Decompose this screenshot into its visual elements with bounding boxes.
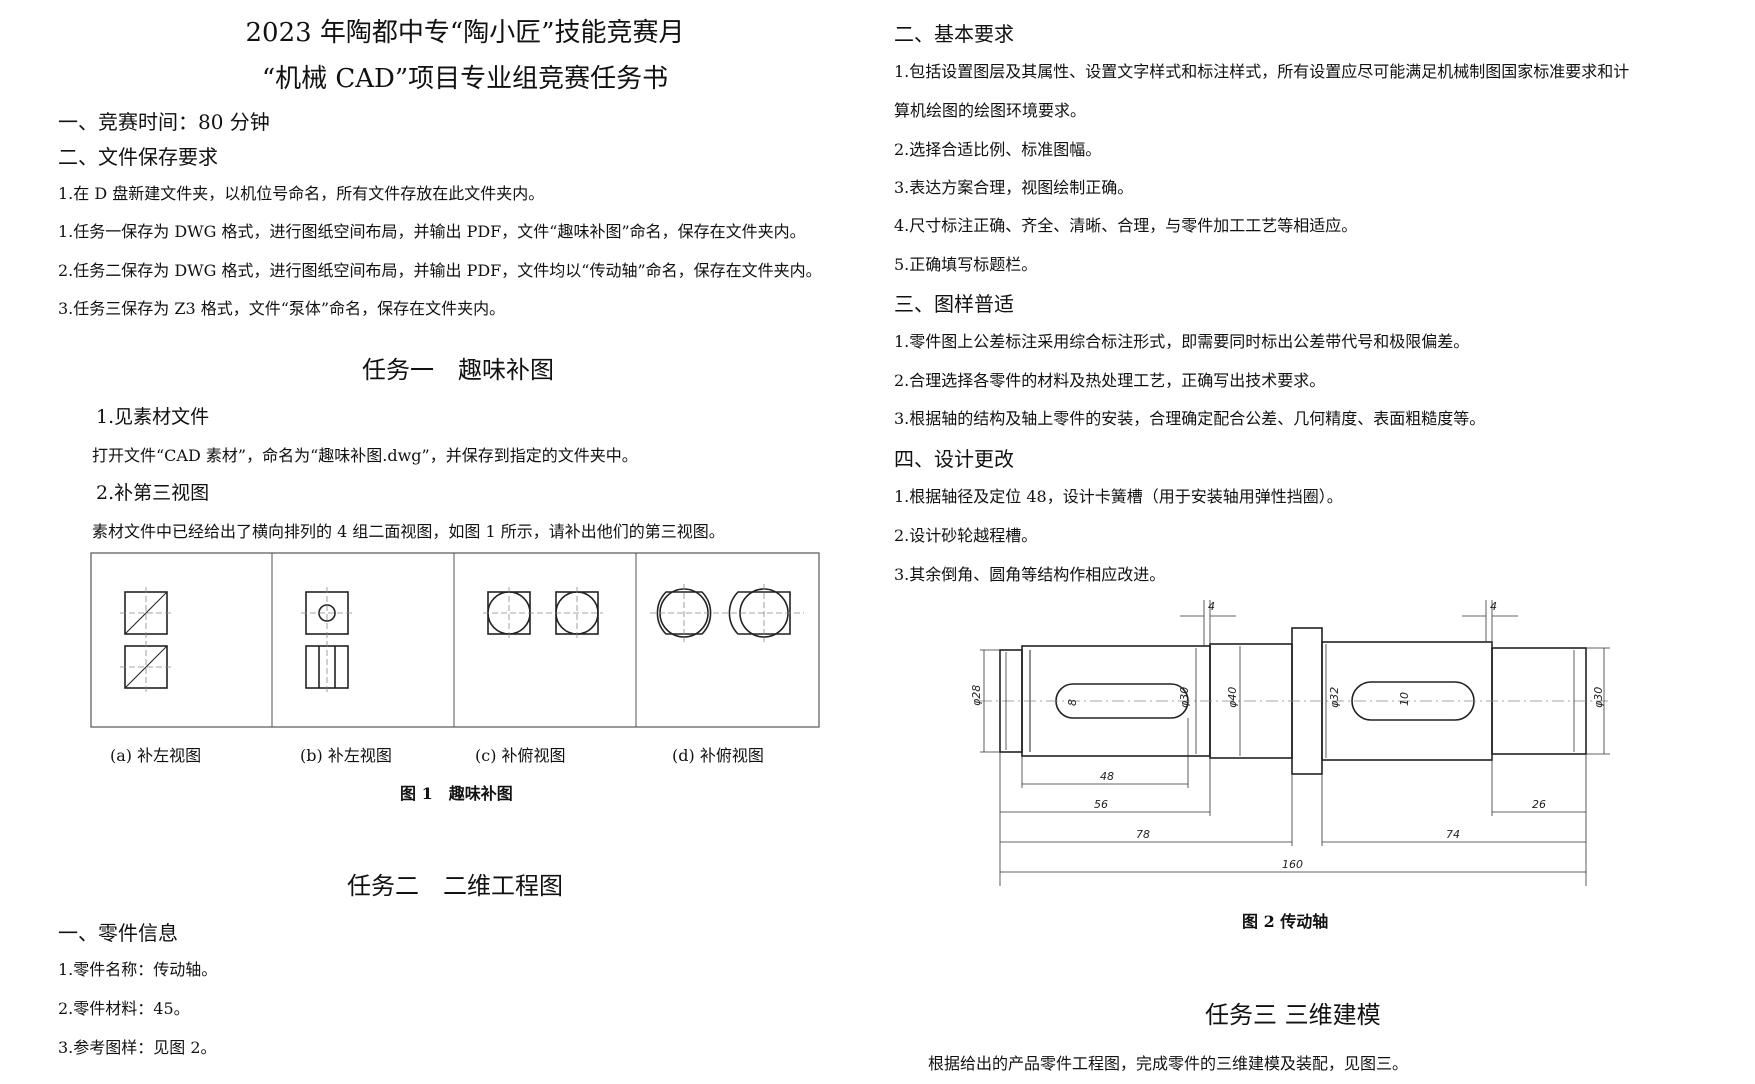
basic-req-2: 2.选择合适比例、标准图幅。 (894, 140, 1102, 159)
dim-d30b: φ30 (1592, 687, 1605, 708)
dim-74: 74 (1446, 828, 1460, 841)
section-file-save: 二、文件保存要求 (58, 145, 218, 169)
dim-groove-2: 4 (1490, 600, 1497, 613)
figure1-views (90, 552, 820, 728)
doc-title-1: 2023 年陶都中专“陶小匠”技能竞赛月 (245, 18, 685, 48)
dim-d32: φ32 (1328, 687, 1341, 708)
basic-req-5: 5.正确填写标题栏。 (894, 255, 1038, 274)
drawing-req-2: 2.合理选择各零件的材料及热处理工艺，正确写出技术要求。 (894, 371, 1326, 390)
basic-req-heading: 二、基本要求 (894, 22, 1014, 46)
task3-title: 任务三 三维建模 (1205, 1001, 1381, 1029)
dim-48: 48 (1100, 770, 1114, 783)
task3-para: 根据给出的产品零件工程图，完成零件的三维建模及装配，见图三。 (928, 1054, 1409, 1073)
design-change-1: 1.根据轴径及定位 48，设计卡簧槽（用于安装轴用弹性挡圈）。 (894, 487, 1343, 506)
task1-title: 任务一 趣味补图 (362, 356, 554, 384)
fig1-label-d: (d) 补俯视图 (672, 746, 764, 765)
fig1-label-a: (a) 补左视图 (110, 746, 202, 765)
dim-d30a: φ30 (1178, 687, 1191, 708)
file-req-4: 3.任务三保存为 Z3 格式，文件“泵体”命名，保存在文件夹内。 (58, 299, 506, 318)
drawing-heading: 三、图样普适 (894, 292, 1014, 316)
dim-groove-1: 4 (1208, 600, 1215, 613)
task2-title: 任务二 二维工程图 (347, 872, 563, 900)
basic-req-1b: 算机绘图的绘图环境要求。 (894, 101, 1087, 120)
design-change-heading: 四、设计更改 (894, 447, 1014, 471)
basic-req-3: 3.表达方案合理，视图绘制正确。 (894, 178, 1134, 197)
file-req-2: 1.任务一保存为 DWG 格式，进行图纸空间布局，并输出 PDF，文件“趣味补图… (58, 222, 806, 241)
fig1-label-b: (b) 补左视图 (300, 746, 392, 765)
part-info-heading: 一、零件信息 (58, 921, 178, 945)
task1-sub1: 1.见素材文件 (96, 406, 210, 428)
drawing-req-3: 3.根据轴的结构及轴上零件的安装，合理确定配合公差、几何精度、表面粗糙度等。 (894, 409, 1486, 428)
dim-78: 78 (1136, 828, 1150, 841)
figure2-shaft-drawing: φ28 φ30 φ40 φ32 φ30 8 10 4 4 48 56 78 74… (970, 600, 1610, 886)
part-material: 2.零件材料：45。 (58, 999, 190, 1018)
doc-title-2: “机械 CAD”项目专业组竞赛任务书 (261, 64, 669, 94)
fig2-caption: 图 2 传动轴 (1242, 912, 1329, 931)
drawing-req-1: 1.零件图上公差标注采用综合标注形式，即需要同时标出公差带代号和极限偏差。 (894, 332, 1470, 351)
part-ref: 3.参考图样：见图 2。 (58, 1038, 217, 1057)
file-req-3: 2.任务二保存为 DWG 格式，进行图纸空间布局，并输出 PDF，文件均以“传动… (58, 261, 822, 280)
dim-26: 26 (1532, 798, 1546, 811)
section-time: 一、竞赛时间：80 分钟 (58, 110, 270, 134)
dim-d28: φ28 (970, 685, 983, 706)
fig1-label-c: (c) 补俯视图 (475, 746, 566, 765)
dim-key10: 10 (1398, 692, 1411, 706)
task1-para1: 打开文件“CAD 素材”，命名为“趣味补图.dwg”，并保存到指定的文件夹中。 (92, 446, 638, 465)
design-change-3: 3.其余倒角、圆角等结构作相应改进。 (894, 565, 1166, 584)
dim-key8: 8 (1066, 699, 1079, 706)
basic-req-4: 4.尺寸标注正确、齐全、清晰、合理，与零件加工工艺等相适应。 (894, 216, 1358, 235)
fig1-caption: 图 1 趣味补图 (400, 784, 513, 803)
task1-para2: 素材文件中已经给出了横向排列的 4 组二面视图，如图 1 所示，请补出他们的第三… (92, 522, 725, 541)
dim-160: 160 (1282, 858, 1303, 871)
design-change-2: 2.设计砂轮越程槽。 (894, 526, 1038, 545)
dim-d40: φ40 (1226, 687, 1239, 708)
part-name: 1.零件名称：传动轴。 (58, 960, 218, 979)
dim-56: 56 (1094, 798, 1108, 811)
basic-req-1: 1.包括设置图层及其属性、设置文字样式和标注样式，所有设置应尽可能满足机械制图国… (894, 62, 1630, 81)
file-req-1: 1.在 D 盘新建文件夹，以机位号命名，所有文件存放在此文件夹内。 (58, 184, 545, 203)
task1-sub2: 2.补第三视图 (96, 482, 210, 504)
